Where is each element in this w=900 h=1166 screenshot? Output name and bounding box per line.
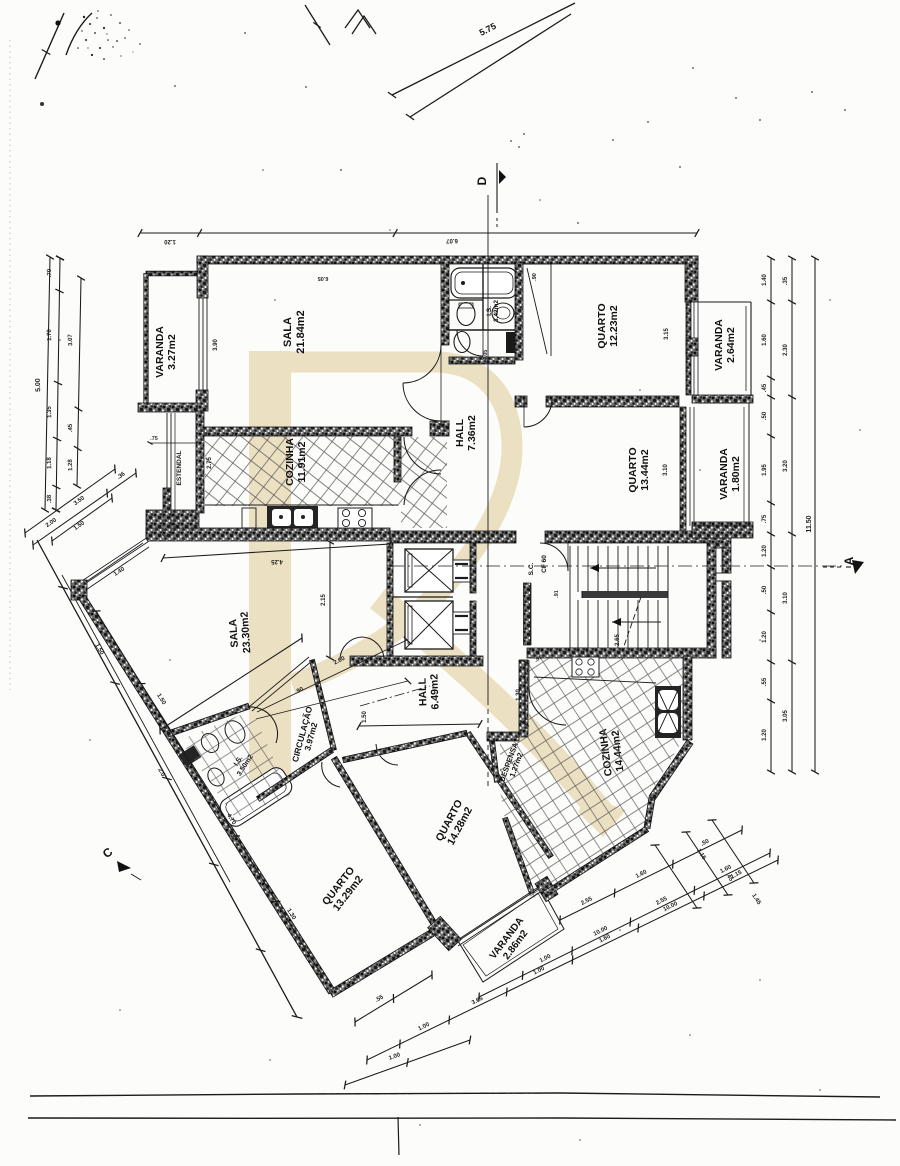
svg-text:.55: .55 [374, 994, 385, 1004]
svg-text:1.28: 1.28 [68, 458, 74, 471]
svg-text:2.00: 2.00 [45, 517, 59, 529]
svg-text:A: A [842, 556, 856, 565]
svg-text:1.60: 1.60 [762, 334, 768, 346]
svg-text:3.65: 3.65 [471, 995, 485, 1006]
svg-text:2.0: 2.0 [156, 767, 166, 778]
svg-text:1.20: 1.20 [762, 545, 768, 557]
svg-text:CF 60: CF 60 [541, 555, 548, 573]
svg-text:1.18: 1.18 [47, 456, 53, 469]
svg-text:3.10: 3.10 [663, 464, 669, 476]
svg-text:2.55: 2.55 [580, 896, 594, 907]
svg-text:6.07: 6.07 [446, 237, 458, 243]
svg-text:QUARTO12.23m2: QUARTO12.23m2 [596, 303, 620, 348]
svg-text:1.35: 1.35 [47, 405, 53, 418]
svg-text:6.05: 6.05 [318, 275, 329, 281]
svg-text:2.65: 2.65 [615, 634, 621, 646]
svg-text:1.50: 1.50 [73, 520, 87, 532]
svg-text:2.60: 2.60 [333, 655, 347, 666]
svg-text:1.30: 1.30 [285, 908, 297, 922]
svg-text:.90: .90 [532, 273, 538, 281]
svg-text:1.15: 1.15 [695, 848, 707, 862]
svg-text:4.05: 4.05 [483, 350, 489, 361]
svg-text:.70: .70 [47, 268, 53, 277]
svg-text:1.50: 1.50 [362, 711, 368, 723]
svg-text:.50: .50 [762, 585, 768, 594]
svg-text:.38: .38 [47, 494, 53, 503]
svg-text:I.S.3.42m2: I.S.3.42m2 [486, 300, 500, 322]
svg-text:.36: .36 [116, 471, 127, 481]
svg-text:.75: .75 [762, 514, 768, 523]
svg-text:VARANDA1.80m2: VARANDA1.80m2 [718, 448, 742, 500]
svg-text:1.20: 1.20 [164, 238, 176, 244]
svg-text:3.10: 3.10 [783, 592, 789, 604]
svg-text:QUARTO13.44m2: QUARTO13.44m2 [627, 447, 651, 492]
svg-text:11.50: 11.50 [806, 515, 813, 532]
svg-text:.45: .45 [724, 872, 734, 883]
svg-text:4.70: 4.70 [225, 813, 237, 827]
svg-text:1.50: 1.50 [155, 693, 167, 707]
svg-text:1.00: 1.00 [539, 953, 553, 964]
svg-text:1.00: 1.00 [388, 1052, 402, 1062]
svg-text:VARANDA2.64m2: VARANDA2.64m2 [713, 319, 737, 371]
svg-text:.75: .75 [150, 436, 158, 442]
svg-text:1.50: 1.50 [93, 643, 104, 657]
svg-text:.91: .91 [554, 590, 560, 598]
svg-text:S.C.: S.C. [528, 562, 535, 575]
svg-text:1.00: 1.00 [417, 1021, 431, 1032]
svg-text:3.05: 3.05 [783, 710, 789, 722]
svg-text:1.00: 1.00 [533, 965, 547, 976]
svg-text:1.30: 1.30 [516, 689, 522, 701]
svg-text:.35: .35 [783, 276, 789, 285]
svg-text:.45: .45 [762, 383, 768, 392]
svg-text:2.55: 2.55 [655, 896, 669, 907]
svg-text:COZINHA11.91m2: COZINHA11.91m2 [284, 438, 308, 486]
svg-text:2.75: 2.75 [207, 457, 213, 469]
svg-text:1.40: 1.40 [762, 274, 768, 286]
svg-text:.50: .50 [700, 838, 711, 847]
svg-text:1.70: 1.70 [47, 328, 53, 341]
svg-text:.81: .81 [534, 655, 544, 664]
svg-text:SALA23.30m2: SALA23.30m2 [227, 611, 254, 654]
svg-text:HALL6.49m2: HALL6.49m2 [416, 674, 441, 711]
svg-text:1.95: 1.95 [762, 464, 768, 476]
svg-text:3.15: 3.15 [664, 328, 670, 340]
svg-text:2.30: 2.30 [783, 344, 789, 356]
svg-text:3.20: 3.20 [783, 460, 789, 472]
svg-text:3.07: 3.07 [68, 333, 74, 346]
svg-text:HALL7.36m2: HALL7.36m2 [454, 415, 478, 451]
svg-text:1.60: 1.60 [719, 864, 733, 875]
svg-text:3.90: 3.90 [213, 339, 219, 351]
svg-text:.45: .45 [68, 423, 74, 432]
svg-text:.50: .50 [762, 411, 768, 420]
svg-text:1.20: 1.20 [762, 729, 768, 741]
svg-text:3.50: 3.50 [73, 495, 87, 507]
svg-text:.55: .55 [762, 677, 768, 686]
svg-text:1.15: 1.15 [730, 869, 744, 880]
svg-text:D: D [475, 176, 489, 185]
svg-text:1.45: 1.45 [750, 893, 762, 907]
svg-text:1.60: 1.60 [635, 869, 649, 880]
svg-text:1.40: 1.40 [113, 566, 127, 578]
svg-text:VARANDA3.27m2: VARANDA3.27m2 [154, 326, 178, 378]
svg-text:SALA21.84m2: SALA21.84m2 [282, 310, 307, 353]
svg-text:2.15: 2.15 [321, 594, 327, 606]
svg-text:1.60: 1.60 [598, 933, 612, 944]
svg-text:1.20: 1.20 [762, 631, 768, 643]
svg-text:.90: .90 [294, 686, 305, 695]
svg-text:4.25: 4.25 [271, 558, 283, 564]
svg-text:ESTENDAL: ESTENDAL [176, 450, 183, 485]
svg-text:5.00: 5.00 [35, 378, 42, 392]
